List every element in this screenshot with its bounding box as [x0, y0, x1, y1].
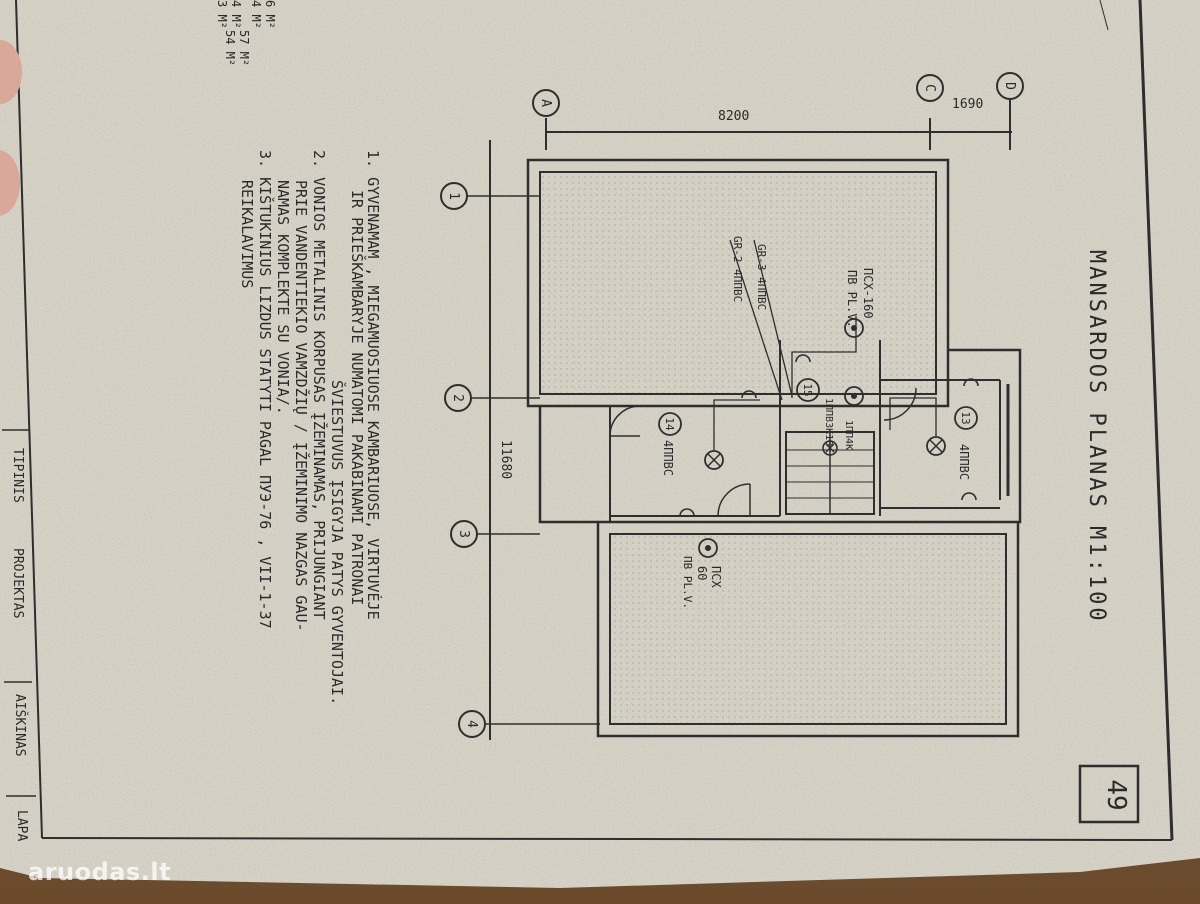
sheet-number-box	[1078, 764, 1140, 824]
switch-icon	[795, 354, 811, 363]
dimension-top-right: 1690	[952, 97, 983, 112]
stair-label-2: 1ΠΠ4Κ	[843, 420, 854, 450]
room-lower-fill	[610, 534, 1006, 724]
fixture-label-pv-pl-top: ΠB PL.V.	[845, 270, 859, 328]
axis-bubble-d	[996, 72, 1024, 100]
light-fixture-icon	[926, 436, 946, 456]
watermark: aruodas.lt	[28, 858, 172, 886]
note-line-1: 1. GYVENAMAM , MIEGAMUOSIUOSE KAMBARIUOS…	[364, 150, 383, 620]
axis-label-1: 1	[446, 192, 461, 200]
switch-icon	[679, 508, 695, 517]
room-upper-outer-wall	[526, 158, 950, 408]
door-room14-swing	[609, 405, 641, 437]
room-label-14: 4ΠΠΒC	[661, 440, 675, 476]
title-block-lapa: LAPA	[14, 810, 29, 841]
ceiling-outlet-icon	[844, 386, 864, 406]
finger-tip	[0, 40, 22, 104]
axis-label-3: 3	[456, 530, 471, 538]
area-value: 57 M²	[237, 30, 251, 66]
fixture-label-psch160: ΠCX-160	[861, 268, 875, 319]
middle-wall-left	[538, 406, 598, 524]
axis-label-a: A	[538, 99, 553, 107]
switch-icon	[961, 492, 977, 501]
axis-label-c: C	[922, 84, 937, 92]
axis-bubble-2	[444, 384, 472, 412]
room-marker-14	[658, 412, 682, 436]
axis-bubble-1	[440, 182, 468, 210]
room-number-13: 13	[959, 411, 972, 424]
light-fixture-icon	[704, 450, 724, 470]
switch-icon	[963, 378, 979, 387]
wiring-line	[889, 397, 937, 436]
light-fixture-icon	[822, 440, 838, 456]
room-upper-fill	[540, 172, 936, 394]
axis-bubble-3	[450, 520, 478, 548]
stair-label: 1ΠΠΒ3Κ10	[823, 398, 834, 446]
fixture-label-pv-pl-bottom: ΠB PL.V.	[681, 556, 694, 609]
finger-tip	[0, 150, 20, 216]
dimension-top: 8200	[718, 109, 749, 124]
frame-right	[1138, 0, 1174, 841]
axis-label-d: D	[1002, 82, 1017, 90]
area-value: 54 M²	[223, 30, 237, 66]
sheet-number: 49	[1101, 779, 1131, 810]
door-lower-swing	[717, 483, 751, 517]
fixture-label-gr2: GR-2 4ΠΠΒC	[731, 236, 744, 302]
room-marker-13	[954, 406, 978, 430]
note-line-4: 2. VONIOS METALINIS KORPUSAS ĮŽEMINAMAS,…	[310, 150, 329, 620]
note-line-6: NAMAS KOMPLEKTE SU VONIA/.	[274, 180, 292, 415]
area-value: 6 M²	[263, 0, 277, 29]
room-lower-outer-wall	[596, 520, 1020, 738]
axis-label-2: 2	[450, 394, 465, 402]
dimension-left: 11680	[498, 440, 513, 479]
wiring-line	[713, 399, 760, 450]
room-marker-15	[796, 378, 820, 402]
axis-label-4: 4	[464, 720, 479, 728]
middle-wall-right	[948, 348, 1022, 524]
axis-bubble-c	[916, 74, 944, 102]
title-block-tipinis: TIPINIS	[10, 448, 25, 503]
note-line-7: 3. KIŠTUKINIUS LIZDUS STATYTI PAGAL ΠУЭ-…	[256, 150, 275, 629]
frame-left	[15, 0, 43, 839]
title-block-aiskinas: AIŠKINAS	[12, 694, 28, 757]
fixture-label-psch60: ΠCX	[709, 566, 723, 588]
note-line-3: ŠVIESTUVUS ĮSIGYJA PATYS GYVENTOJAI.	[328, 380, 347, 705]
room-label-13: 4ΠΠΒC	[957, 444, 971, 480]
fixture-label-60: 60	[695, 566, 709, 580]
ceiling-outlet-icon	[698, 538, 718, 558]
axis-bubble-a	[532, 89, 560, 117]
wiring-line	[791, 316, 857, 398]
door-room13-swing	[883, 387, 917, 421]
switch-icon	[741, 390, 757, 399]
room-number-14: 14	[663, 417, 676, 431]
plan-title: MANSARDOS PLANAS M1:100	[1084, 250, 1109, 624]
frame-tick	[1099, 0, 1109, 31]
leader-line	[753, 239, 793, 397]
fixture-label-gr3: GR-3 4ΠΠΒC	[755, 244, 768, 310]
room-number-15: 15	[801, 383, 814, 396]
leader-line	[729, 239, 783, 401]
title-block-projektas: PROJEKTAS	[10, 548, 25, 618]
area-value: 4 M²	[229, 0, 243, 29]
frame-bottom	[41, 837, 1173, 841]
note-line-2: IR PRIEŠKAMBARYJE NUMATOMI PAKABINAMI PA…	[348, 190, 367, 605]
note-line-8: REIKALAVIMUS	[238, 180, 256, 288]
area-value: 3 M²	[215, 0, 229, 29]
area-value: 4 M²	[249, 0, 263, 29]
axis-bubble-4	[458, 710, 486, 738]
note-line-5: PRIE VANDENTIEKIO VAMZDŽIŲ / ĮŽEMINIMO N…	[292, 180, 311, 632]
